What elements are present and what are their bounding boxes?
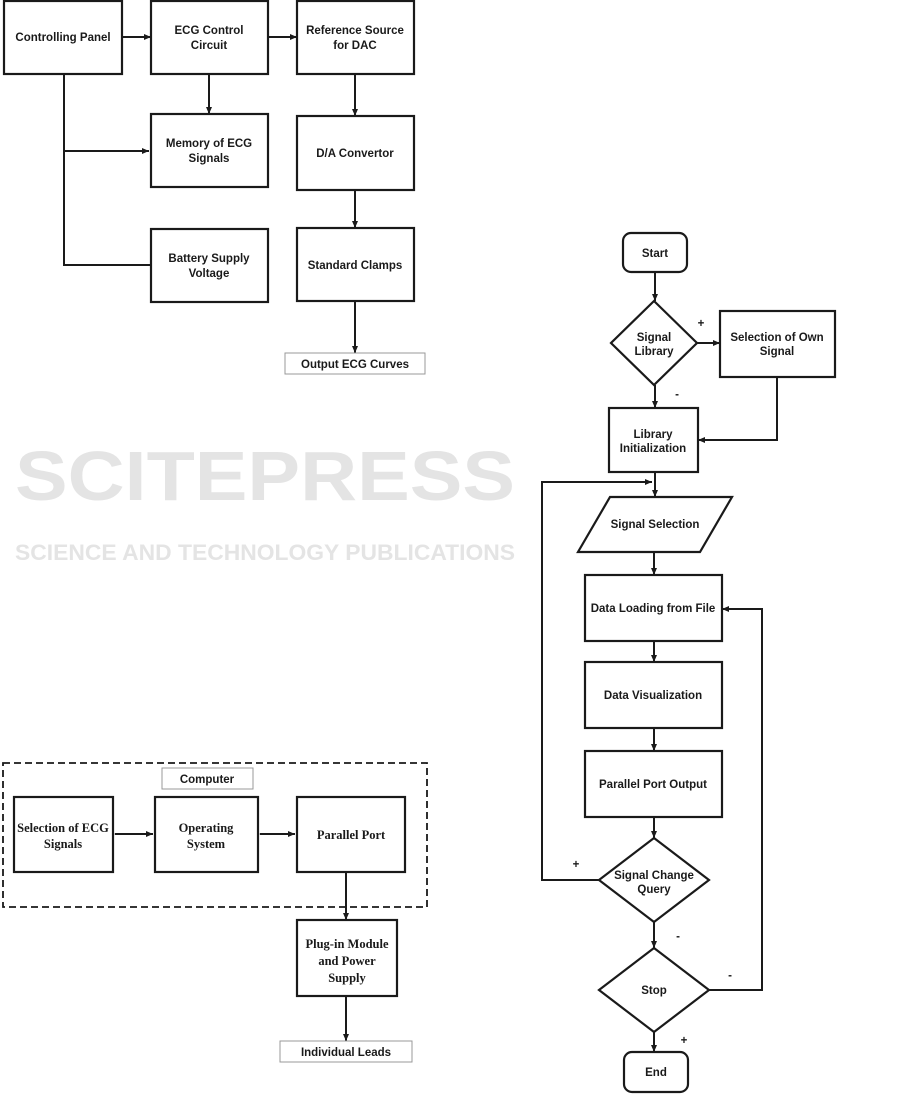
label: Signal bbox=[637, 332, 672, 344]
label: and Power bbox=[318, 954, 376, 968]
label: Controlling Panel bbox=[15, 32, 110, 44]
controlling-panel-box: Controlling Panel bbox=[2, 0, 124, 76]
end-terminal: End bbox=[622, 1050, 690, 1094]
label: Operating bbox=[179, 821, 235, 835]
minus-label: - bbox=[675, 389, 679, 401]
standard-clamps-box: Standard Clamps bbox=[295, 226, 416, 303]
individual-leads-box: Individual Leads bbox=[279, 1040, 413, 1063]
label: Signal bbox=[760, 346, 795, 358]
label: Parallel Port Output bbox=[599, 779, 707, 791]
label: Reference Source bbox=[306, 25, 404, 37]
block-diagram: Controlling Panel ECG Control Circuit Re… bbox=[2, 0, 426, 375]
selection-ecg-box: Selection of ECG Signals bbox=[12, 795, 115, 874]
start-terminal: Start bbox=[621, 231, 689, 274]
label: Standard Clamps bbox=[308, 260, 403, 272]
label: Data Loading from File bbox=[591, 603, 716, 615]
label: Library bbox=[634, 429, 674, 441]
label: Individual Leads bbox=[301, 1047, 391, 1059]
label: Data Visualization bbox=[604, 690, 702, 702]
label: Selection of Own bbox=[730, 332, 823, 344]
data-loading-box: Data Loading from File bbox=[583, 573, 724, 643]
minus-label: - bbox=[676, 931, 680, 943]
battery-box: Battery Supply Voltage bbox=[149, 227, 270, 304]
watermark-subtitle: SCIENCE AND TECHNOLOGY PUBLICATIONS bbox=[15, 540, 515, 565]
own-signal-box: Selection of Own Signal bbox=[718, 309, 837, 379]
label: Signals bbox=[189, 153, 230, 165]
label: Selection of ECG bbox=[17, 821, 109, 835]
memory-box: Memory of ECG Signals bbox=[149, 112, 270, 189]
arrow-stop-loop bbox=[709, 606, 763, 991]
signal-change-query-decision: Signal Change Query bbox=[597, 836, 711, 924]
label: D/A Convertor bbox=[316, 148, 394, 160]
label: ECG Control bbox=[175, 25, 244, 37]
label: Signal Change bbox=[614, 870, 694, 882]
minus-label: - bbox=[728, 970, 732, 982]
label: Battery Supply bbox=[168, 253, 250, 265]
reference-source-box: Reference Source for DAC bbox=[295, 0, 416, 76]
label: Library bbox=[635, 346, 675, 358]
label: Start bbox=[642, 248, 668, 260]
stop-decision: Stop bbox=[597, 946, 711, 1034]
label: Parallel Port bbox=[317, 828, 386, 842]
label: Memory of ECG bbox=[166, 138, 252, 150]
flowchart: Start Signal Library + - Selection of Ow… bbox=[541, 231, 837, 1094]
watermark: SCITEPRESS SCIENCE AND TECHNOLOGY PUBLIC… bbox=[15, 437, 515, 565]
library-init-box: Library Initialization bbox=[607, 406, 700, 474]
signal-library-decision: Signal Library bbox=[609, 299, 699, 387]
computer-diagram: Computer Selection of ECG Signals Operat… bbox=[2, 762, 428, 1063]
label: Stop bbox=[641, 985, 667, 997]
ecg-control-circuit-box: ECG Control Circuit bbox=[149, 0, 270, 76]
label: Voltage bbox=[189, 268, 230, 280]
label: System bbox=[187, 837, 226, 851]
plus-label: + bbox=[698, 318, 705, 330]
signal-selection-input: Signal Selection bbox=[576, 495, 734, 554]
label: Output ECG Curves bbox=[301, 359, 409, 371]
label: for DAC bbox=[333, 40, 376, 52]
parallel-port-box: Parallel Port bbox=[295, 795, 407, 874]
plus-label: + bbox=[573, 859, 580, 871]
label: Plug-in Module bbox=[306, 937, 389, 951]
label: Signals bbox=[44, 837, 82, 851]
computer-boundary bbox=[2, 762, 428, 908]
label: Signal Selection bbox=[611, 519, 700, 531]
da-convertor-box: D/A Convertor bbox=[295, 114, 416, 192]
label: Initialization bbox=[620, 443, 686, 455]
plus-label: + bbox=[681, 1035, 688, 1047]
watermark-title: SCITEPRESS bbox=[15, 437, 515, 515]
label: Circuit bbox=[191, 40, 228, 52]
arrow-query-loop bbox=[541, 479, 652, 881]
data-visualization-box: Data Visualization bbox=[583, 660, 724, 730]
label: Query bbox=[637, 884, 671, 896]
plugin-module-box: Plug-in Module and Power Supply bbox=[295, 918, 399, 998]
label: Computer bbox=[180, 774, 235, 786]
arrow-own-to-init bbox=[698, 377, 778, 443]
computer-label-box: Computer bbox=[161, 767, 254, 790]
output-ecg-curves-box: Output ECG Curves bbox=[284, 352, 426, 375]
line-panel-to-battery bbox=[63, 74, 151, 266]
operating-system-box: Operating System bbox=[153, 795, 260, 874]
parallel-port-output-box: Parallel Port Output bbox=[583, 749, 724, 819]
label: End bbox=[645, 1067, 667, 1079]
label: Supply bbox=[328, 971, 366, 985]
